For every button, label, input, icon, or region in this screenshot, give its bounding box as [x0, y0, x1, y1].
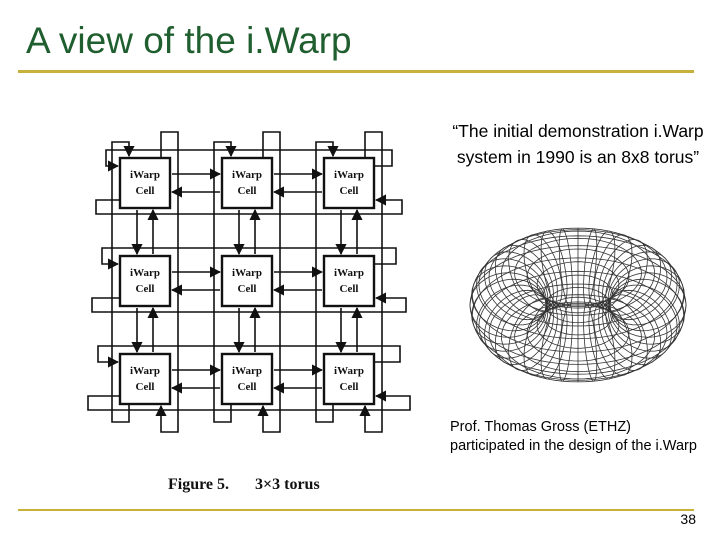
wrap-link-arrow	[87, 390, 411, 411]
wrap-link-arrow	[97, 345, 401, 368]
cell-label-name: iWarp	[232, 267, 262, 279]
wrap-link-arrow	[213, 141, 237, 423]
figure-caption-text: 3×3 torus	[255, 476, 320, 493]
cell-label-name: iWarp	[130, 169, 160, 181]
title-underline	[18, 70, 694, 73]
cell-label-name: iWarp	[130, 365, 160, 377]
figure-caption-label: Figure 5.	[168, 476, 229, 493]
wrap-link-arrow	[105, 149, 393, 172]
torus-quote: “The initial demonstration i.Warp system…	[452, 121, 704, 167]
cell-label-name: iWarp	[232, 365, 262, 377]
wrap-link-arrow	[91, 292, 407, 313]
cell-label-name: iWarp	[334, 267, 364, 279]
wrap-link-arrow	[101, 247, 397, 270]
cell-label-type: Cell	[238, 381, 257, 393]
cell-label-type: Cell	[340, 283, 359, 295]
torus-network-diagram: iWarpCelliWarpCelliWarpCelliWarpCelliWar…	[87, 131, 411, 493]
cell-label-type: Cell	[238, 283, 257, 295]
cell-label-type: Cell	[136, 185, 155, 197]
footer-rule	[18, 509, 694, 511]
wrap-link-arrow	[257, 131, 281, 433]
slide-title: A view of the i.Warp	[26, 20, 352, 61]
page-number: 38	[680, 511, 696, 527]
wrap-link-arrow	[95, 194, 403, 215]
cell-label-type: Cell	[340, 185, 359, 197]
wrap-link-arrow	[359, 131, 383, 433]
cell-label-type: Cell	[238, 185, 257, 197]
cell-label-type: Cell	[136, 381, 155, 393]
torus-wireframe	[469, 227, 687, 383]
cell-label-name: iWarp	[334, 169, 364, 181]
cell-label-type: Cell	[136, 283, 155, 295]
wrap-link-arrow	[155, 131, 179, 433]
wrap-link-arrow	[315, 141, 339, 423]
cell-label-type: Cell	[340, 381, 359, 393]
torus-illustration	[469, 227, 687, 383]
cell-label-name: iWarp	[130, 267, 160, 279]
designer-credit: Prof. Thomas Gross (ETHZ) participated i…	[450, 419, 697, 454]
cell-label-name: iWarp	[334, 365, 364, 377]
wrap-link-arrow	[111, 141, 135, 423]
cell-label-name: iWarp	[232, 169, 262, 181]
